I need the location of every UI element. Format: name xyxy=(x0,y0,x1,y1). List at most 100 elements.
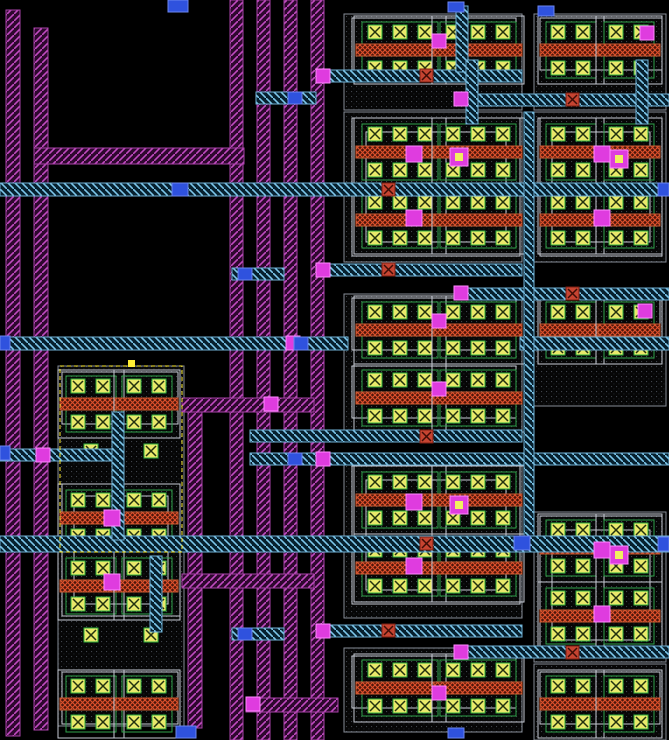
via-cut xyxy=(405,209,423,227)
contact-cut xyxy=(126,714,142,730)
contact-cut xyxy=(392,24,408,40)
via-cut xyxy=(315,262,331,278)
contact-cut xyxy=(367,24,383,40)
poly-gate xyxy=(355,145,445,159)
contact-cut xyxy=(70,414,86,430)
contact-cut xyxy=(575,24,591,40)
via-cut xyxy=(593,145,611,163)
contact-cut xyxy=(608,678,624,694)
contact-cut xyxy=(633,126,649,142)
poly-gate xyxy=(115,511,179,525)
contact-cut xyxy=(470,662,486,678)
via-cut xyxy=(639,25,655,41)
contact-cut xyxy=(417,578,433,594)
poly-gate xyxy=(355,493,445,507)
contact-cut xyxy=(608,522,624,538)
via-cut xyxy=(431,381,447,397)
poly-gate xyxy=(433,323,523,337)
via-cut xyxy=(431,685,447,701)
port-pin xyxy=(513,535,531,551)
metal1-wire xyxy=(459,287,669,301)
contact-cut xyxy=(392,698,408,714)
contact-cut xyxy=(367,474,383,490)
contact-cut xyxy=(126,596,142,612)
contact-cut xyxy=(95,678,111,694)
port-pin xyxy=(287,452,303,466)
via-cut xyxy=(263,396,279,412)
contact-cut xyxy=(575,678,591,694)
contact-cut xyxy=(445,372,461,388)
metal1-wire xyxy=(321,624,523,638)
poly-gate xyxy=(433,681,523,695)
contact-cut xyxy=(575,590,591,606)
port-pin xyxy=(171,182,189,197)
contact-cut xyxy=(392,510,408,526)
contact-cut xyxy=(575,162,591,178)
contact-cut xyxy=(470,194,486,210)
via-cut xyxy=(431,313,447,329)
contact-cut xyxy=(392,474,408,490)
contact-cut xyxy=(495,230,511,246)
contact-cut xyxy=(417,698,433,714)
contact-cut xyxy=(367,408,383,424)
contact-cut xyxy=(151,678,167,694)
poly-gate xyxy=(115,697,179,711)
via-cut xyxy=(453,91,469,107)
contact-cut xyxy=(417,474,433,490)
contact-cut xyxy=(126,492,142,508)
contact-cut xyxy=(392,194,408,210)
contact-cut xyxy=(470,578,486,594)
metal2-wire xyxy=(181,397,315,413)
via-cut xyxy=(431,33,447,49)
contact-cut xyxy=(95,492,111,508)
contact-cut xyxy=(575,126,591,142)
contact-cut xyxy=(608,230,624,246)
poly-gate xyxy=(539,145,603,159)
contact-cut xyxy=(608,626,624,642)
contact-cut xyxy=(608,24,624,40)
poly-gate xyxy=(597,43,661,57)
contact-cut xyxy=(470,474,486,490)
contact-cut xyxy=(151,414,167,430)
poly-contact xyxy=(419,68,434,83)
contact-cut xyxy=(367,578,383,594)
contact-cut xyxy=(550,162,566,178)
contact-cut xyxy=(392,408,408,424)
contact-cut xyxy=(392,230,408,246)
contact-cut xyxy=(392,126,408,142)
contact-cut xyxy=(95,714,111,730)
metal2-wire xyxy=(5,9,21,737)
contact-cut xyxy=(470,698,486,714)
poly-contact xyxy=(381,623,396,638)
poly-gate xyxy=(433,43,523,57)
contact-cut xyxy=(575,522,591,538)
contact-cut xyxy=(608,304,624,320)
contact-cut xyxy=(608,590,624,606)
contact-cut xyxy=(392,662,408,678)
via-highlight xyxy=(449,147,469,167)
contact-cut xyxy=(633,194,649,210)
contact-cut xyxy=(633,590,649,606)
contact-cut xyxy=(470,340,486,356)
contact-cut xyxy=(495,474,511,490)
contact-cut xyxy=(495,662,511,678)
via-cut xyxy=(103,509,121,527)
contact-cut xyxy=(445,194,461,210)
contact-cut xyxy=(392,340,408,356)
contact-cut xyxy=(470,126,486,142)
contact-cut xyxy=(417,194,433,210)
contact-cut xyxy=(495,698,511,714)
contact-cut xyxy=(95,596,111,612)
poly-gate xyxy=(433,145,523,159)
contact-cut xyxy=(417,408,433,424)
contact-cut xyxy=(151,714,167,730)
contact-cut xyxy=(550,558,566,574)
via-highlight xyxy=(609,545,629,565)
contact-cut xyxy=(550,60,566,76)
contact-cut xyxy=(633,714,649,730)
metal-outline xyxy=(365,479,507,591)
metal2-wire xyxy=(283,0,298,740)
poly-gate xyxy=(433,391,523,405)
